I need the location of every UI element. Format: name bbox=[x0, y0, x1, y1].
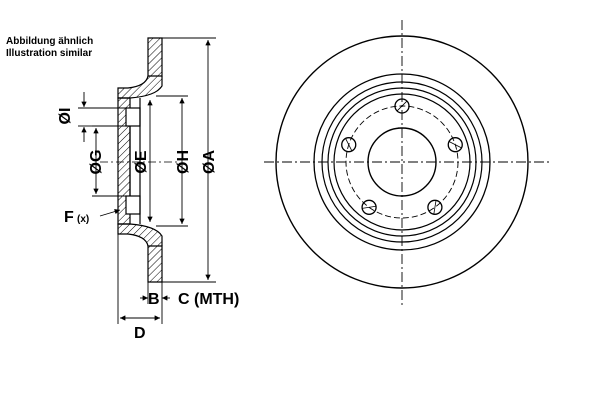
bolt-hole bbox=[361, 199, 377, 215]
dimension-lines bbox=[78, 37, 216, 324]
label-dia-e: ØE bbox=[133, 150, 150, 173]
dimension-labels: ØI ØG ØE ØH ØA F (x) B C (MTH) D bbox=[57, 108, 239, 342]
bolt-hole bbox=[447, 137, 463, 153]
bolt-hole-mark bbox=[396, 100, 408, 112]
hub-flange bbox=[117, 97, 131, 225]
label-c: C (MTH) bbox=[178, 291, 239, 308]
bolt-hole bbox=[341, 137, 357, 153]
friction-ring-bottom bbox=[147, 245, 163, 283]
bolt-hole-mark bbox=[448, 141, 462, 149]
hat-ring-3 bbox=[333, 93, 471, 231]
illustration-note-de: Abbildung ähnlich bbox=[6, 36, 94, 47]
hat-neck-bottom bbox=[117, 223, 163, 247]
hub-step-bottom bbox=[125, 195, 141, 215]
label-f: F bbox=[64, 209, 74, 226]
bolt-hole bbox=[394, 98, 410, 114]
hat-ring-2 bbox=[327, 87, 477, 237]
hat-neck-top bbox=[117, 75, 163, 99]
bolt-hole bbox=[427, 199, 443, 215]
friction-ring-top bbox=[147, 37, 163, 77]
bolt-hole-mark bbox=[362, 205, 377, 209]
illustration-note-en: Illustration similar bbox=[6, 48, 93, 59]
side-section-view bbox=[100, 37, 180, 283]
label-dia-a: ØA bbox=[201, 150, 218, 174]
label-dia-g: ØG bbox=[88, 150, 105, 175]
bolt-holes bbox=[341, 98, 463, 215]
label-dia-h: ØH bbox=[175, 150, 192, 174]
disc-outer-edge bbox=[275, 35, 529, 289]
friction-inner-edge bbox=[313, 73, 491, 251]
hub-step-top bbox=[125, 107, 141, 127]
label-dia-i: ØI bbox=[57, 108, 74, 125]
hat-ring-1 bbox=[321, 81, 483, 243]
bolt-hole-mark bbox=[433, 200, 437, 215]
label-f-suffix: (x) bbox=[77, 214, 89, 225]
label-d: D bbox=[134, 325, 146, 342]
label-b: B bbox=[148, 291, 160, 308]
front-view bbox=[264, 20, 550, 305]
bolt-hole-mark bbox=[345, 138, 353, 152]
dim-f-leader bbox=[99, 208, 121, 217]
center-bore bbox=[367, 127, 437, 197]
